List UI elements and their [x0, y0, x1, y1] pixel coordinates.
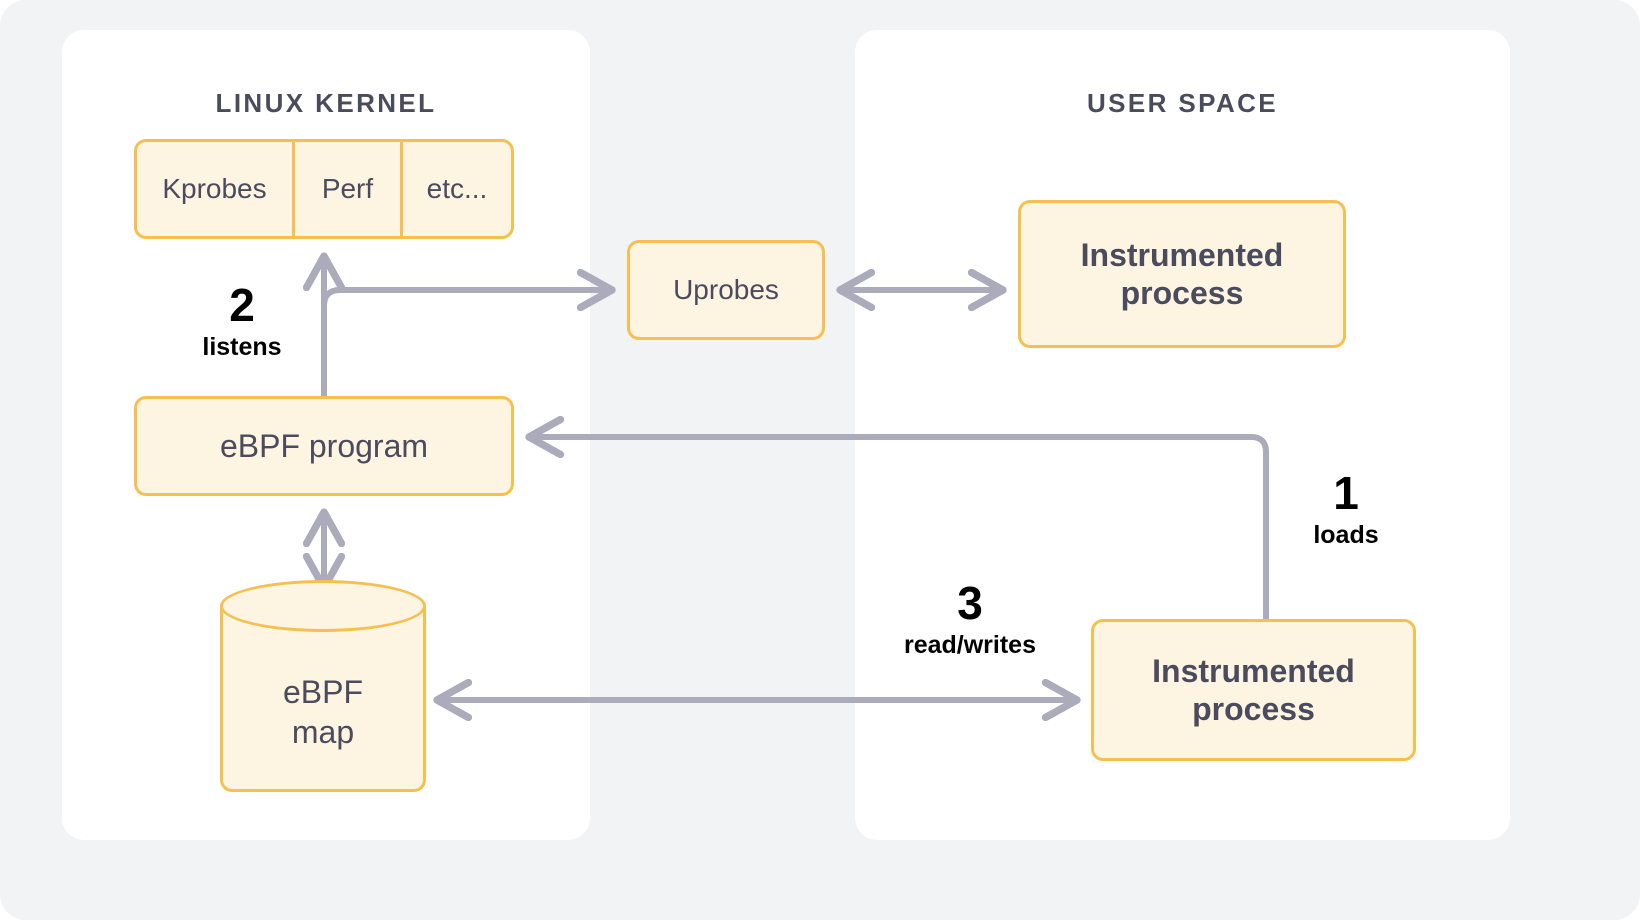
node-instrumented-process-bottom-label: Instrumented process: [1152, 652, 1355, 729]
probe-segment-etc[interactable]: etc...: [400, 142, 511, 236]
step-label-2: 2 listens: [192, 282, 292, 363]
node-ebpf-program-label: eBPF program: [219, 427, 429, 464]
step-2-text: listens: [202, 333, 282, 361]
step-3-number: 3: [957, 577, 983, 629]
node-instrumented-process-bottom[interactable]: Instrumented process: [1091, 619, 1416, 761]
connector-ebpf-to-uprobes: [321, 290, 612, 396]
proc-bottom-line2: process: [1192, 691, 1315, 727]
step-1-number: 1: [1333, 467, 1359, 519]
proc-top-line2: process: [1120, 275, 1244, 311]
panel-title-linux-kernel: LINUX KERNEL: [215, 88, 437, 118]
node-uprobes[interactable]: Uprobes: [627, 240, 825, 340]
node-instrumented-process-top-label: Instrumented process: [1081, 236, 1284, 313]
node-probe-bar[interactable]: Kprobes Perf etc...: [134, 139, 514, 239]
ebpf-map-line1: eBPF: [282, 674, 364, 710]
node-uprobes-label: Uprobes: [673, 274, 779, 306]
probe-segment-kprobes[interactable]: Kprobes: [162, 173, 267, 204]
node-ebpf-program[interactable]: eBPF program: [134, 396, 514, 496]
connector-process-bottom-loads-ebpf: [529, 437, 1269, 619]
step-label-3: 3 read/writes: [884, 580, 1056, 661]
proc-bottom-line1: Instrumented: [1152, 652, 1355, 689]
cylinder-body-icon: [220, 606, 426, 792]
cylinder-top-icon: [220, 580, 426, 632]
step-label-1: 1 loads: [1296, 470, 1396, 551]
ebpf-map-line2: map: [291, 714, 355, 750]
node-instrumented-process-top[interactable]: Instrumented process: [1018, 200, 1346, 348]
probe-segment-perf[interactable]: Perf: [292, 142, 400, 236]
step-1-text: loads: [1313, 521, 1379, 549]
panel-title-user-space: USER SPACE: [1086, 88, 1279, 118]
node-ebpf-map[interactable]: eBPF map: [220, 580, 426, 792]
step-2-number: 2: [229, 279, 255, 331]
step-3-text: read/writes: [903, 631, 1036, 659]
proc-top-line1: Instrumented: [1080, 236, 1284, 273]
node-ebpf-map-label: eBPF map: [220, 632, 426, 792]
